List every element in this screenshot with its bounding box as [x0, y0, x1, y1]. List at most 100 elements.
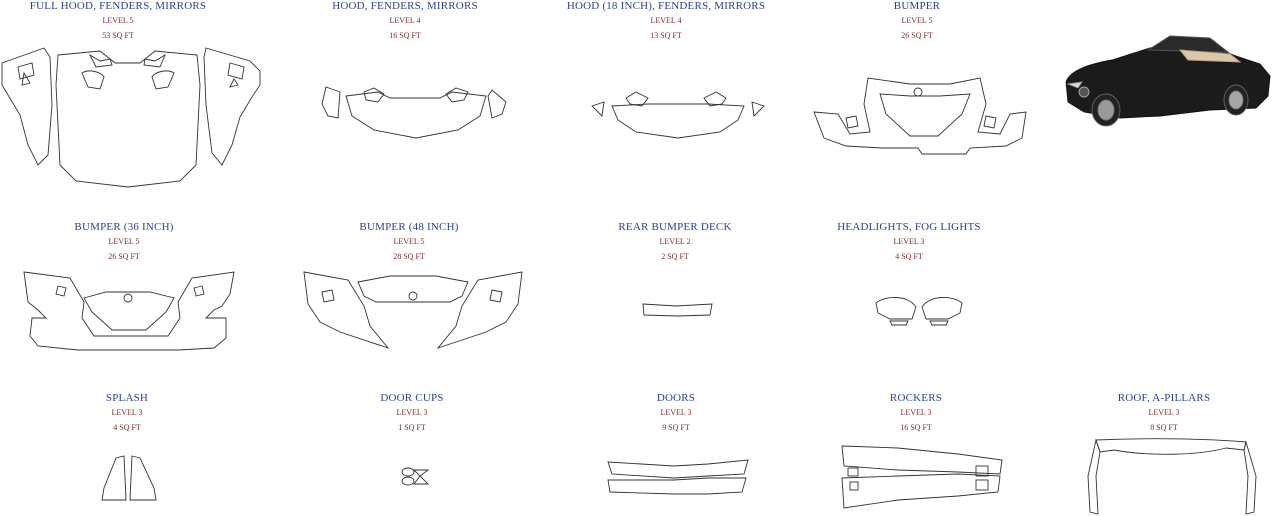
- right-vent-cutout: [489, 289, 503, 303]
- headlights-diagram[interactable]: [872, 293, 966, 329]
- kit-level: LEVEL 3: [900, 408, 932, 417]
- kit-headlights[interactable]: HEADLIGHTS, FOG LIGHTS LEVEL 3 4 SQ FT: [809, 221, 1009, 261]
- left-washer-cutout: [363, 87, 385, 103]
- hood-washer-cutout: [143, 53, 166, 68]
- kit-title: ROCKERS: [889, 392, 943, 404]
- deck-outline: [642, 303, 713, 317]
- kit-level: LEVEL 4: [389, 16, 421, 25]
- kit-sqft: 8 SQ FT: [1150, 423, 1178, 432]
- left-fender-piece: [591, 101, 605, 117]
- interior: [1178, 49, 1242, 63]
- right-fender-cutout: [229, 78, 239, 88]
- hood-washer-cutout: [88, 53, 113, 68]
- kit-level: LEVEL 3: [660, 408, 692, 417]
- kit-sqft: 16 SQ FT: [389, 31, 421, 40]
- kit-splash[interactable]: SPLASH LEVEL 3 4 SQ FT: [27, 392, 227, 432]
- hood-vent-cutout: [81, 70, 105, 90]
- doors-diagram[interactable]: [604, 456, 752, 498]
- rear-bumper-deck-diagram[interactable]: [640, 300, 716, 320]
- hood-18-diagram[interactable]: [588, 88, 768, 142]
- kit-bumper[interactable]: BUMPER LEVEL 5 26 SQ FT: [817, 0, 1017, 40]
- right-fog-light: [929, 320, 949, 326]
- left-fender-cutout: [21, 71, 31, 86]
- kit-title: DOOR CUPS: [380, 392, 444, 404]
- kit-rear-bumper-deck[interactable]: REAR BUMPER DECK LEVEL 2 2 SQ FT: [575, 221, 775, 261]
- door-cup: [401, 467, 415, 477]
- hood-piece: [611, 103, 745, 139]
- right-fender-outline: [203, 47, 261, 166]
- left-washer-cutout: [625, 91, 649, 107]
- bumper-outline: [813, 77, 1027, 155]
- bumper-36-diagram[interactable]: [18, 266, 238, 356]
- black-convertible-car-photo: [1065, 35, 1271, 127]
- kit-title: BUMPER (36 INCH): [74, 221, 174, 233]
- left-fog-light: [889, 320, 909, 326]
- right-headlight: [921, 297, 963, 320]
- kit-title: REAR BUMPER DECK: [618, 221, 732, 233]
- kit-level: LEVEL 2: [659, 237, 691, 246]
- left-vent-cutout: [55, 285, 67, 297]
- kit-door-cups[interactable]: DOOR CUPS LEVEL 3 1 SQ FT: [312, 392, 512, 432]
- kit-title: ROOF, A-PILLARS: [1117, 392, 1211, 404]
- kit-hood-18[interactable]: HOOD (18 INCH), FENDERS, MIRRORS LEVEL 4…: [555, 0, 777, 40]
- kit-sqft: 9 SQ FT: [662, 423, 690, 432]
- rockers-diagram[interactable]: [838, 442, 1006, 512]
- kit-level: LEVEL 3: [893, 237, 925, 246]
- left-vent-cutout: [845, 115, 859, 129]
- splash-diagram[interactable]: [98, 454, 160, 502]
- bumper-48-diagram[interactable]: [300, 262, 526, 356]
- kit-sqft: 1 SQ FT: [398, 423, 426, 432]
- left-fender-piece: [321, 86, 341, 119]
- left-a-pillar: [1087, 438, 1101, 515]
- bumper-center-opening: [879, 93, 971, 137]
- kit-sqft: 53 SQ FT: [102, 31, 134, 40]
- kit-bumper-48[interactable]: BUMPER (48 INCH) LEVEL 5 28 SQ FT: [309, 221, 509, 261]
- hood-outline: [55, 50, 201, 188]
- door-strip-bottom: [607, 477, 747, 495]
- bumper-diagram[interactable]: [810, 74, 1030, 160]
- kit-title: FULL HOOD, FENDERS, MIRRORS: [29, 0, 207, 12]
- rocker-cutout: [849, 481, 859, 491]
- kit-title: HEADLIGHTS, FOG LIGHTS: [837, 221, 981, 233]
- right-vent-cutout: [193, 285, 205, 297]
- kit-title: SPLASH: [105, 392, 149, 404]
- roof-diagram[interactable]: [1086, 436, 1257, 516]
- kit-doors[interactable]: DOORS LEVEL 3 9 SQ FT: [576, 392, 776, 432]
- bumper-center-opening: [83, 291, 175, 331]
- left-fender-outline: [1, 47, 53, 166]
- door-cup-piece: [412, 469, 430, 485]
- bumper-outline: [303, 271, 390, 349]
- kit-level: LEVEL 5: [108, 237, 140, 246]
- full-hood-diagram[interactable]: [0, 45, 265, 205]
- windshield: [1146, 35, 1230, 53]
- kit-sqft: 2 SQ FT: [661, 252, 689, 261]
- kit-sqft: 26 SQ FT: [901, 31, 933, 40]
- left-fender-cutout: [17, 62, 35, 80]
- rocker-cutout: [975, 465, 989, 477]
- kit-hood-fenders[interactable]: HOOD, FENDERS, MIRRORS LEVEL 4 16 SQ FT: [305, 0, 505, 40]
- kit-rockers[interactable]: ROCKERS LEVEL 3 16 SQ FT: [816, 392, 1016, 432]
- kit-roof[interactable]: ROOF, A-PILLARS LEVEL 3 8 SQ FT: [1064, 392, 1264, 432]
- front-rim: [1097, 99, 1115, 121]
- right-washer-cutout: [445, 87, 469, 103]
- kit-sqft: 4 SQ FT: [895, 252, 923, 261]
- kit-bumper-36[interactable]: BUMPER (36 INCH) LEVEL 5 26 SQ FT: [24, 221, 224, 261]
- kit-level: LEVEL 3: [111, 408, 143, 417]
- kit-level: LEVEL 5: [393, 237, 425, 246]
- rocker-top: [841, 445, 1003, 475]
- hood-vent-cutout: [151, 70, 175, 90]
- bumper-outline: [357, 275, 469, 303]
- kit-sqft: 16 SQ FT: [900, 423, 932, 432]
- hood-fenders-diagram[interactable]: [318, 82, 513, 144]
- kit-level: LEVEL 5: [102, 16, 134, 25]
- kit-sqft: 4 SQ FT: [113, 423, 141, 432]
- right-washer-cutout: [703, 91, 727, 107]
- rocker-cutout: [847, 467, 859, 477]
- emblem-circle: [913, 87, 923, 97]
- kit-full-hood[interactable]: FULL HOOD, FENDERS, MIRRORS LEVEL 5 53 S…: [18, 0, 218, 40]
- door-cups-diagram[interactable]: [398, 466, 432, 488]
- right-splash-guard: [129, 455, 157, 501]
- kit-title: BUMPER (48 INCH): [359, 221, 459, 233]
- rocker-cutout: [975, 479, 989, 491]
- kit-level: LEVEL 4: [650, 16, 682, 25]
